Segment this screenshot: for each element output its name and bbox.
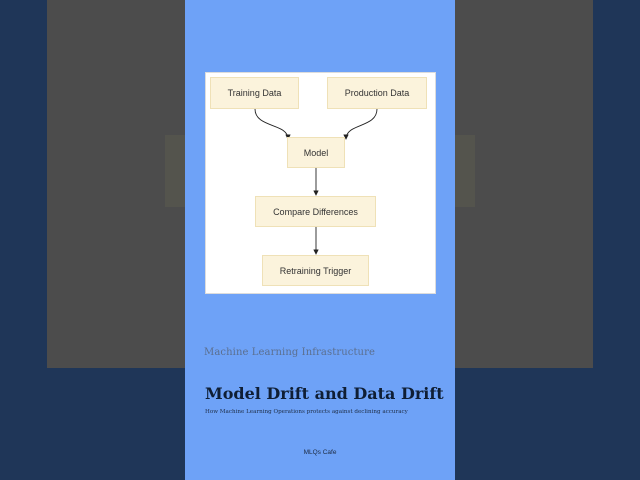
background-ghost-left xyxy=(165,135,185,207)
node-label: Production Data xyxy=(344,88,410,98)
category-label: Machine Learning Infrastructure xyxy=(204,347,376,358)
card-tagline: How Machine Learning Operations protects… xyxy=(205,409,408,415)
short-card[interactable]: Training Data Production Data Model Comp… xyxy=(185,0,455,480)
node-retraining-trigger: Retraining Trigger xyxy=(262,255,369,286)
brand-label: MLQs Cafe xyxy=(303,449,337,456)
node-label: Retraining Trigger xyxy=(279,265,352,276)
node-label: Compare Differences xyxy=(273,206,358,217)
background-ghost-right xyxy=(455,135,475,207)
node-label: Model xyxy=(303,147,329,158)
flow-diagram: Training Data Production Data Model Comp… xyxy=(205,72,436,294)
edge-training-to-model xyxy=(254,108,291,140)
node-label: Training Data xyxy=(227,88,282,98)
card-title: Model Drift and Data Drift xyxy=(205,384,444,403)
node-compare-differences: Compare Differences xyxy=(255,196,376,227)
node-production-data: Production Data xyxy=(327,77,427,109)
node-training-data: Training Data xyxy=(210,77,299,109)
edge-production-to-model xyxy=(343,108,378,140)
diagram-connectors xyxy=(254,108,378,255)
node-model: Model xyxy=(287,137,345,168)
